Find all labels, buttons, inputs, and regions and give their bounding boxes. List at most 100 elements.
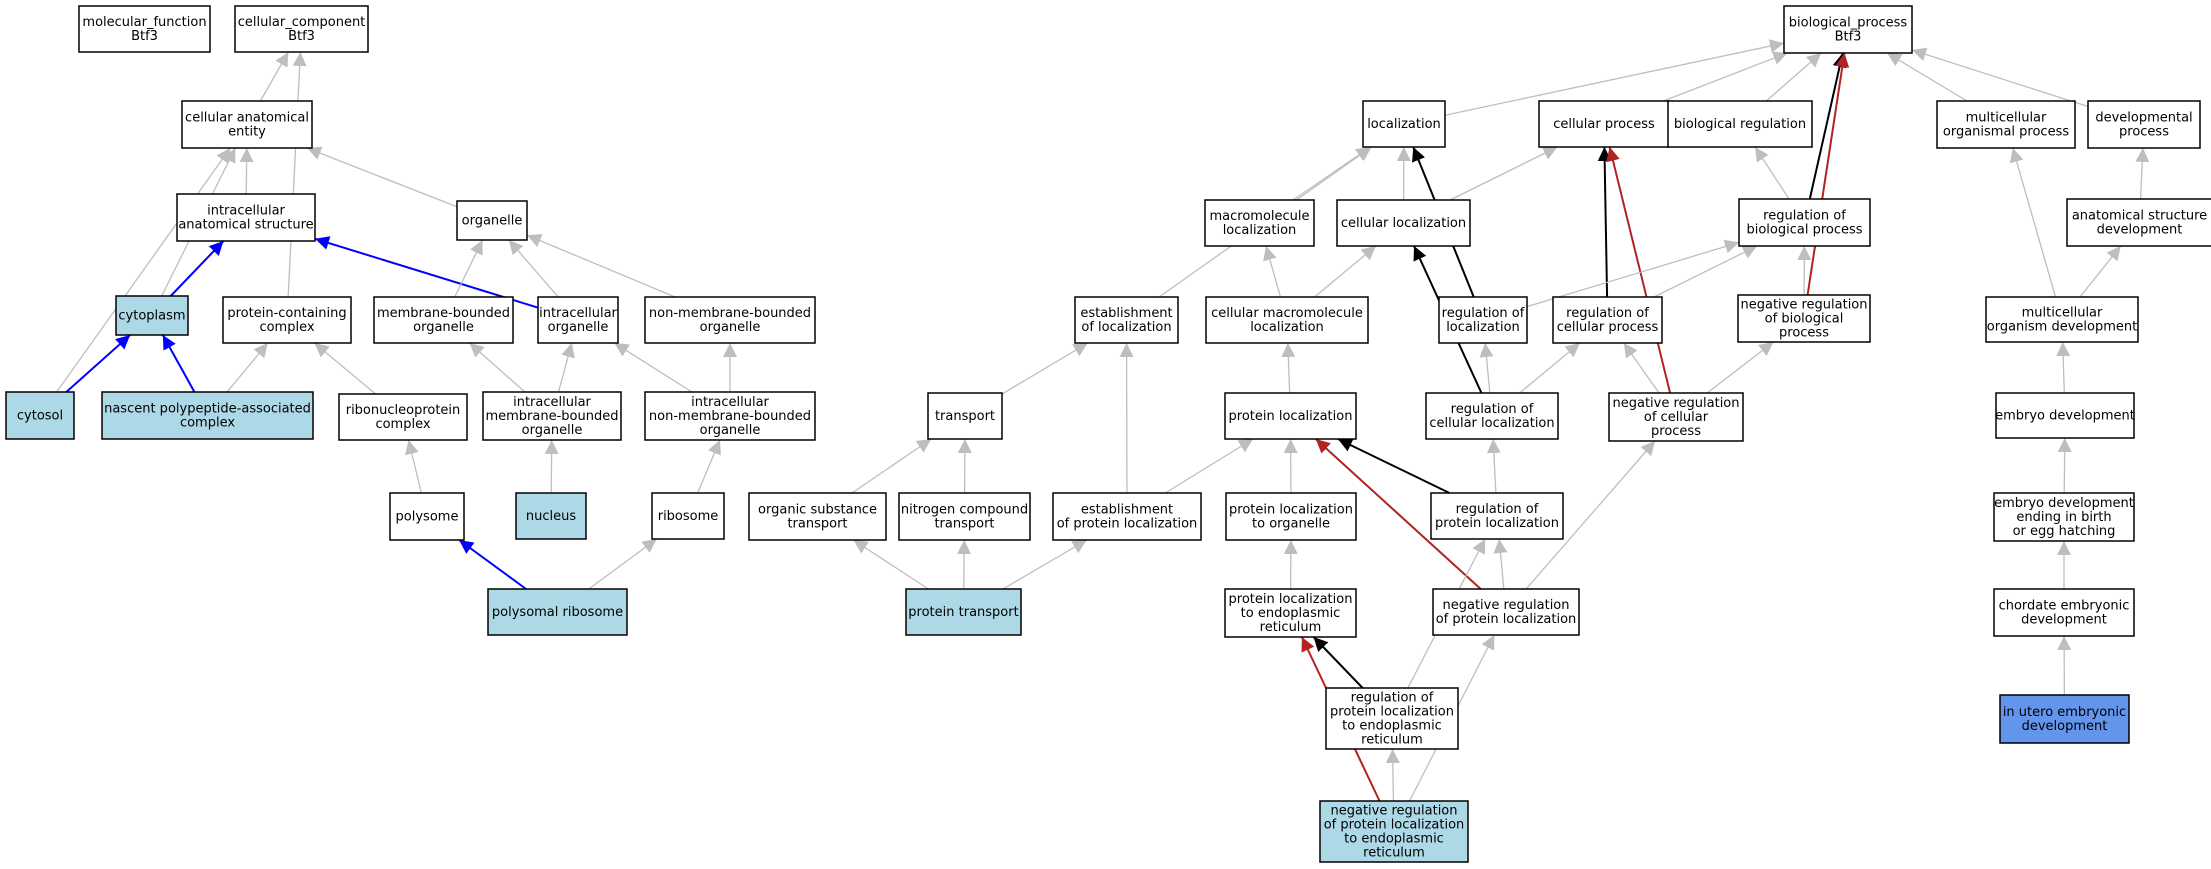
node-label-line: negative regulation [1740, 297, 1867, 312]
go-term-node-prottrans[interactable]: protein transport [905, 588, 1022, 636]
go-term-node-ribosome[interactable]: ribosome [651, 492, 725, 540]
node-label-line: of protein localization [1436, 612, 1577, 627]
go-term-node-polysome[interactable]: polysome [389, 492, 465, 541]
node-label-line: protein-containing [227, 306, 346, 321]
edge-is-a-mod-to-asd [2079, 245, 2122, 298]
edge-is-a-prottrans-to-nct [957, 539, 972, 590]
node-label-line: Btf3 [131, 29, 158, 44]
node-label-line: membrane-bounded [377, 306, 510, 321]
edge-is-a-inmbo-to-io [614, 342, 693, 393]
go-term-node-inmbo[interactable]: intracellularnon-membrane-boundedorganel… [644, 391, 816, 441]
node-label-line: reticulum [1260, 620, 1322, 635]
edge-is-a-regcloc-to-regcp [1519, 342, 1581, 394]
edge-is-a-negregcp-to-regcp [1623, 342, 1660, 394]
node-label-line: cellular macromolecule [1211, 306, 1363, 321]
node-label-line: to endoplasmic [1342, 718, 1442, 733]
node-label-line: cytosol [17, 408, 63, 423]
node-box [644, 391, 816, 441]
edge-is-a-negregprotloc-to-negregcp [1525, 440, 1656, 590]
edge-regulates-regprotloer-to-protloer [1312, 636, 1364, 689]
go-term-node-protloc[interactable]: protein localization [1224, 392, 1357, 440]
node-label-line: organic substance [758, 502, 877, 517]
node-label-line: protein localization [1330, 704, 1454, 719]
node-box [644, 296, 816, 344]
node-label-line: cellular anatomical [185, 110, 309, 125]
go-term-node-cellloc[interactable]: cellular localization [1336, 199, 1471, 247]
node-label-line: cellular process [1553, 117, 1655, 132]
edge-is-a-organelle-to-cae [306, 146, 458, 208]
go-term-node-cytoplasm[interactable]: cytoplasm [115, 295, 189, 336]
edge-is-a-devp-to-bp [1911, 47, 2089, 108]
go-term-node-loc[interactable]: localization [1362, 100, 1446, 148]
edge-is-a-imbo-to-io [557, 342, 575, 393]
edge-is-a-rnp-to-pcc [314, 342, 376, 395]
node-label-line: establishment [1081, 502, 1173, 517]
go-term-node-transport[interactable]: transport [927, 392, 1003, 440]
node-box [1783, 5, 1913, 54]
node-box [1993, 492, 2135, 542]
node-label-line: reticulum [1363, 845, 1425, 860]
go-term-node-bioreg[interactable]: biological regulation [1667, 100, 1813, 148]
go-term-node-nucleus[interactable]: nucleus [515, 492, 587, 540]
node-label-line: organelle [548, 320, 609, 335]
edge-negatively-regulates-negregcp-to-cellproc [1606, 146, 1672, 394]
node-label-line: negative regulation [1442, 598, 1569, 613]
node-box [181, 100, 313, 149]
go-term-node-polyribo[interactable]: polysomal ribosome [487, 588, 628, 636]
node-label-line: non-membrane-bounded [649, 409, 811, 424]
edge-is-a-npac-to-pcc [226, 342, 269, 393]
node-box [1999, 694, 2130, 744]
node-box [927, 392, 1003, 440]
node-box [1336, 199, 1471, 247]
edge-part-of-npac-to-cytoplasm [161, 334, 196, 393]
edge-is-a-polysome-to-rnp [405, 439, 422, 494]
node-box [898, 492, 1031, 541]
go-term-node-cytosol[interactable]: cytosol [5, 391, 75, 440]
node-box [1995, 392, 2135, 439]
node-label-line: of cellular [1644, 410, 1709, 425]
go-term-node-embdev[interactable]: embryo development [1995, 392, 2135, 439]
edge-is-a-prottrans-to-ost [853, 539, 929, 590]
go-term-node-cellproc[interactable]: cellular process [1538, 100, 1670, 148]
node-box [1936, 100, 2076, 149]
go-term-node-organelle[interactable]: organelle [456, 200, 528, 241]
node-box [338, 393, 468, 441]
